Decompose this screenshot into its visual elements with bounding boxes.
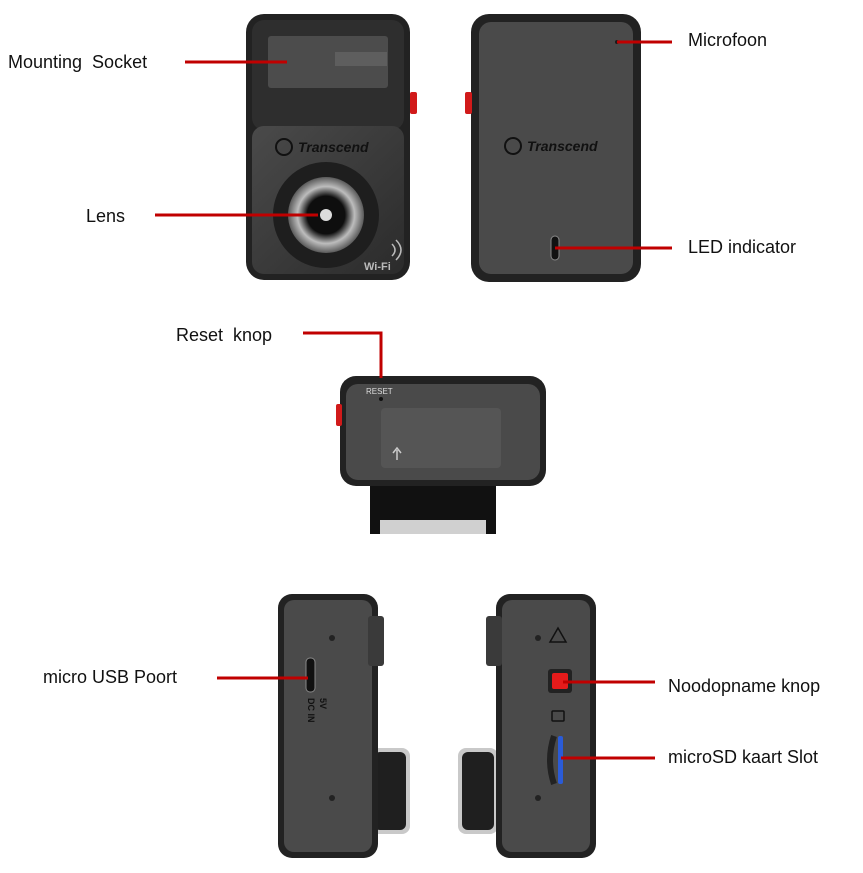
usb-dcin-text: DC IN <box>306 698 316 723</box>
screw-bottom-left <box>329 795 335 801</box>
mounting-socket <box>268 36 388 88</box>
mounting-socket-rail <box>335 52 387 66</box>
micro-usb-port <box>305 657 316 693</box>
microphone-label: Microfoon <box>688 30 768 50</box>
right-lens-barrel <box>462 752 494 830</box>
microsd-slot-label: microSD kaart Slot <box>668 747 819 767</box>
camera-front-view: Transcend Wi-Fi <box>246 14 417 280</box>
sd-slot-recess <box>547 735 557 785</box>
front-side-button <box>410 92 417 114</box>
microsd-slot <box>558 736 563 784</box>
camera-right-view <box>458 594 596 858</box>
back-panel <box>479 22 633 274</box>
camera-left-view: 5V DC IN <box>278 594 410 858</box>
reset-text: RESET <box>366 387 393 396</box>
wifi-icon <box>391 239 402 261</box>
left-mount-tab <box>368 616 384 666</box>
emergency-button <box>552 673 568 689</box>
mounting-socket-label: Mounting Socket <box>8 52 148 72</box>
lens-label: Lens <box>86 206 126 226</box>
usb-5v-text: 5V <box>318 698 328 709</box>
warning-icon <box>548 626 568 643</box>
top-label-area <box>381 408 501 468</box>
led-indicator-label: LED indicator <box>688 237 797 257</box>
lens-highlight <box>320 209 332 221</box>
camera-back-view: Transcend <box>465 14 641 282</box>
brand-front-text: Transcend <box>298 139 369 155</box>
top-side-button <box>336 404 342 426</box>
left-body-panel <box>284 600 372 852</box>
back-side-button <box>465 92 472 114</box>
screw-top-right <box>535 635 541 641</box>
reset-button-label: Reset knop <box>176 325 273 345</box>
screw-top-left <box>329 635 335 641</box>
emergency-button-label: Noodopname knop <box>668 676 821 696</box>
brand-logo-icon <box>275 138 293 156</box>
brand-logo-back-icon <box>504 137 522 155</box>
micro-usb-port-label: micro USB Poort <box>43 667 178 687</box>
screw-bottom-right <box>535 795 541 801</box>
right-body-panel <box>502 600 590 852</box>
camera-top-view: RESET <box>336 376 546 534</box>
leader-lines <box>155 40 672 760</box>
leader-reset-button <box>303 331 383 378</box>
left-lens-barrel <box>374 752 406 830</box>
top-lens-ring <box>380 520 486 534</box>
brand-back-text: Transcend <box>527 138 598 154</box>
wifi-text: Wi-Fi <box>364 261 391 273</box>
arrow-up-icon <box>392 446 402 460</box>
right-mount-tab <box>486 616 502 666</box>
reset-hole <box>379 397 383 401</box>
sd-card-icon <box>551 710 565 722</box>
